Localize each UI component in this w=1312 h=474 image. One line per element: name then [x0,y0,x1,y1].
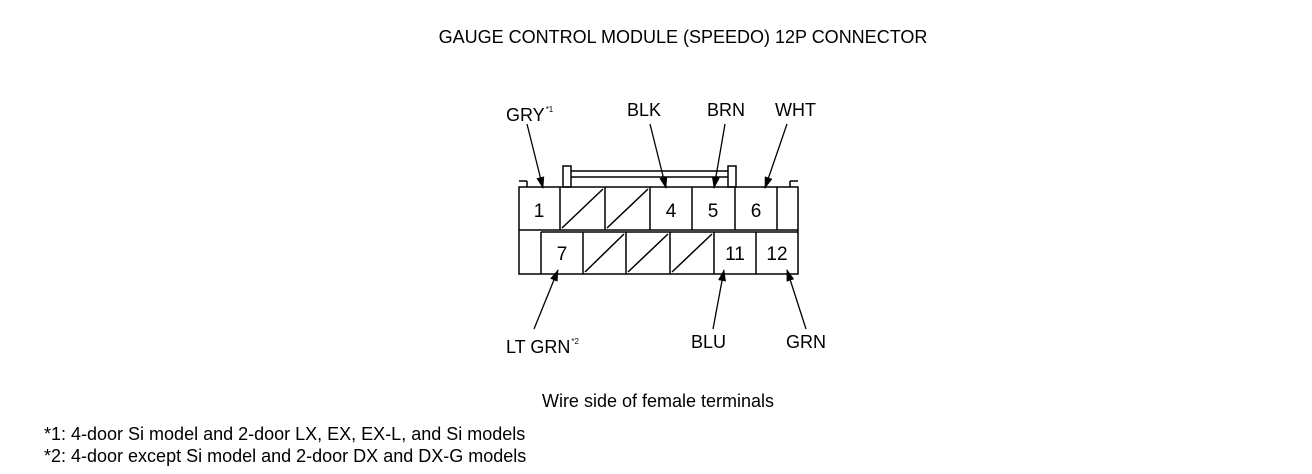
wire-label-grn: GRN [786,332,826,352]
diagram-title: GAUGE CONTROL MODULE (SPEEDO) 12P CONNEC… [438,27,928,47]
arrow-blu-to-11 [712,269,726,330]
terminal-5: 5 [708,201,719,222]
arrow-wht-to-6 [764,123,788,189]
terminal-4: 4 [666,201,677,222]
arrow-blk-to-4 [649,123,668,189]
connector-housing [518,165,799,275]
wire-label-wht: WHT [775,100,816,120]
arrow-gry-to-1 [526,123,545,189]
arrow-ltgrn-to-7 [533,269,559,330]
footnote-2: *2: 4-door except Si model and 2-door DX… [44,446,527,466]
wire-label-gry: GRY*1 [506,105,554,125]
terminal-6: 6 [751,201,762,222]
wire-label-blu: BLU [691,332,727,352]
arrow-grn-to-12 [786,269,807,330]
wire-label-blk: BLK [627,100,662,120]
wire-label-lt-grn: LT GRN*2 [506,337,579,357]
terminal-11: 11 [725,244,745,265]
view-caption: Wire side of female terminals [541,391,775,411]
terminal-7: 7 [557,244,568,265]
wire-label-brn: BRN [707,100,746,120]
footnote-1: *1: 4-door Si model and 2-door LX, EX, E… [44,424,526,444]
terminal-12: 12 [766,244,787,265]
terminal-1: 1 [534,201,545,222]
arrow-brn-to-5 [711,123,726,189]
